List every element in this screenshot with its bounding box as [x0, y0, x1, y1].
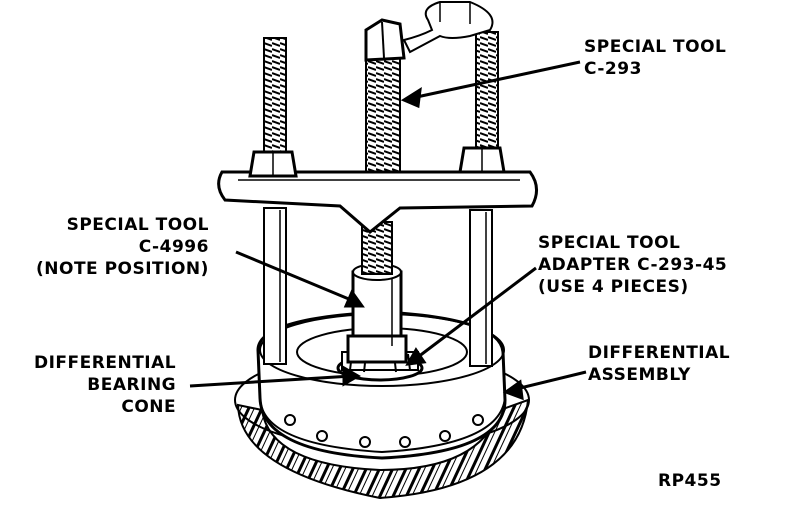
callout-adapter-c293-45: SPECIAL TOOL ADAPTER C-293-45 (USE 4 PIE… — [538, 233, 728, 297]
callout-differential-assembly: DIFFERENTIAL ASSEMBLY — [588, 343, 731, 385]
figure-id: RP455 — [658, 471, 722, 491]
callout-special-tool-c293: SPECIAL TOOL C-293 — [584, 37, 727, 79]
callout-special-tool-c4996: SPECIAL TOOL C-4996 (NOTE POSITION) — [36, 215, 209, 279]
leader-lines — [189, 60, 587, 401]
callout-differential-bearing-cone: DIFFERENTIAL BEARING CONE — [34, 353, 177, 417]
differential-case — [256, 310, 507, 460]
threaded-studs — [263, 31, 499, 159]
puller-legs — [263, 207, 493, 367]
tool-c293-screw — [364, 0, 494, 177]
puller-crossbar — [217, 146, 538, 234]
adapter-c293-45 — [346, 263, 408, 364]
